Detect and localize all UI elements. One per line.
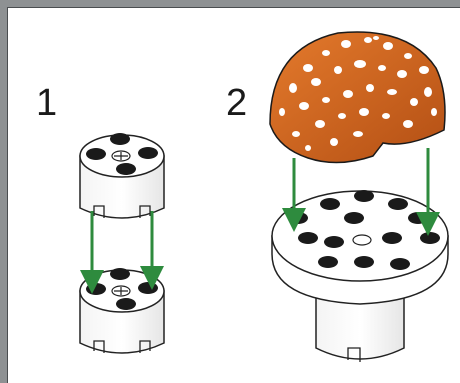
step-2-round-plate [272, 190, 448, 362]
step-1-upper-round-brick [80, 133, 164, 218]
instruction-page: 1 2 [8, 8, 460, 383]
step-2-mushroom-cap [270, 32, 445, 163]
assembly-diagram [8, 8, 460, 383]
